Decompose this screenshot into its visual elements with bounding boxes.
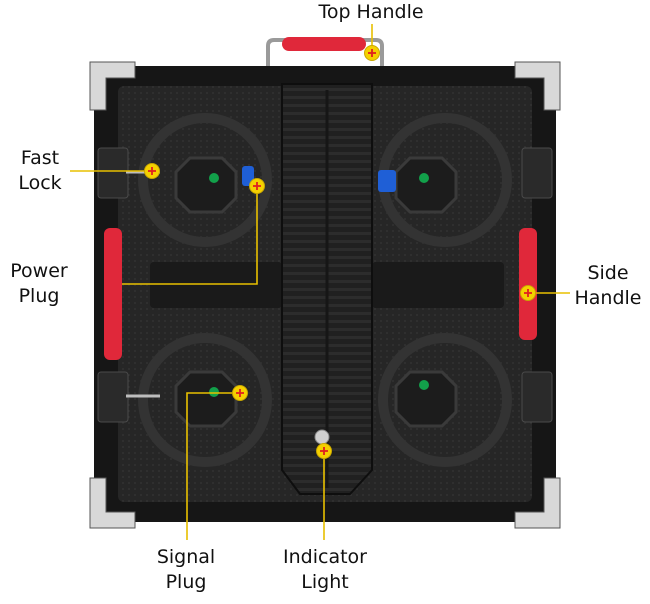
top-handle-grip: [282, 37, 366, 51]
label-side-handle: Side Handle: [574, 262, 642, 309]
label-indicator-light: Indicator Light: [283, 546, 367, 593]
crossbar-left: [150, 262, 282, 308]
label-power-plug: Power Plug: [10, 260, 68, 307]
fast-lock-right-lower: [521, 371, 553, 423]
side-handle-right: [519, 228, 537, 340]
corner-bracket-top-left: [89, 61, 136, 111]
crossbar-right: [372, 262, 504, 308]
corner-bracket-bottom-left: [89, 477, 136, 529]
callout-markers: [144, 45, 536, 459]
power-connector-right: [378, 170, 396, 192]
signal-plug-marker: [232, 385, 248, 401]
label-top-handle: Top Handle: [318, 1, 424, 23]
indicator-light-lens: [314, 429, 330, 445]
side-handle-left: [104, 228, 122, 360]
top-handle-marker: [364, 45, 380, 61]
fast-lock-left-lower: [97, 371, 129, 423]
corner-bracket-bottom-right: [514, 477, 561, 529]
leader-lines: [70, 24, 570, 540]
side-handle-marker: [520, 285, 536, 301]
corner-bracket-top-right: [514, 61, 561, 111]
fast-lock-right-upper: [521, 147, 553, 199]
label-signal-plug: Signal Plug: [156, 546, 216, 593]
indicator-light-marker: [316, 443, 332, 459]
fast-lock-marker: [144, 163, 160, 179]
fast-lock-left-upper: [97, 147, 129, 199]
label-fast-lock: Fast Lock: [18, 147, 62, 194]
power-plug-marker: [249, 178, 265, 194]
